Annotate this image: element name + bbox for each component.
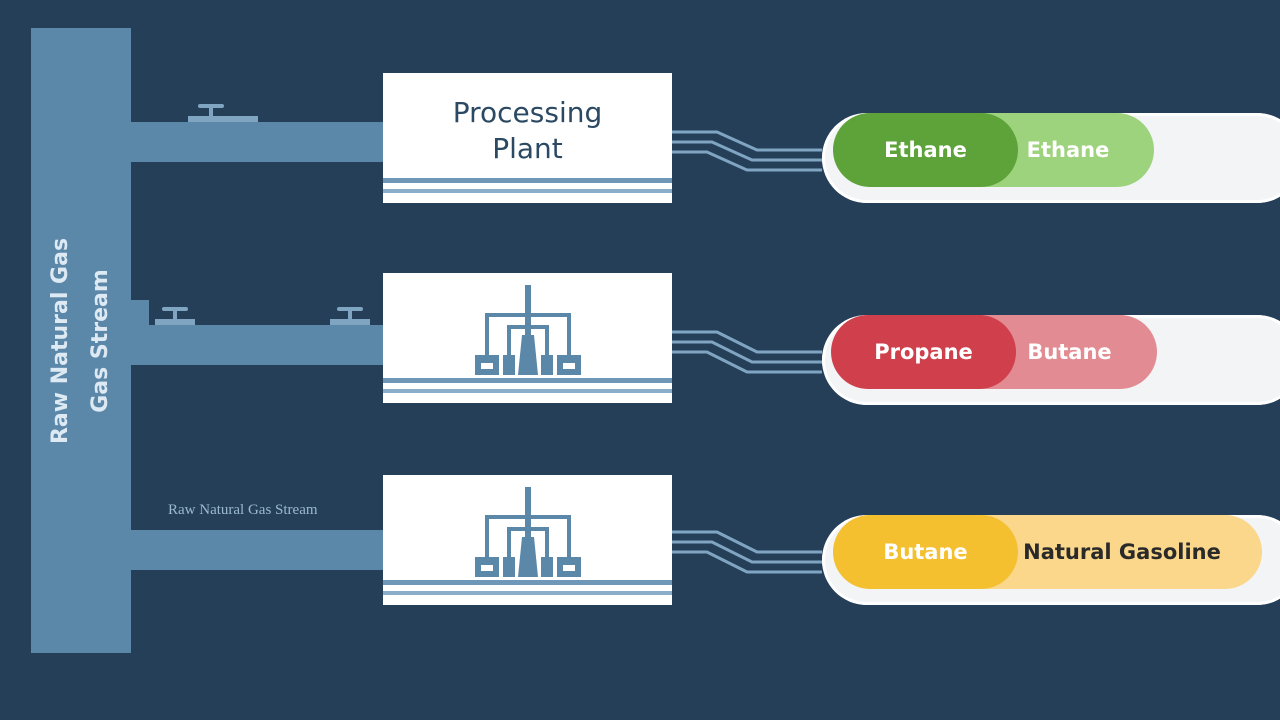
plant-title-line2: Plant xyxy=(492,132,563,165)
branch-pipe-2 xyxy=(130,325,384,365)
stream-label: Raw Natural Gas Stream xyxy=(168,502,318,518)
valve-icon xyxy=(330,307,370,327)
product-label: Butane xyxy=(1027,340,1112,364)
product-bar-1: Ethane Ethane xyxy=(822,113,1280,203)
header-label-line2: Gas Stream xyxy=(88,268,114,413)
distillation-column-icon xyxy=(475,285,581,375)
plant-box-2 xyxy=(383,273,672,403)
valve-icon xyxy=(155,307,195,327)
connector-lines xyxy=(672,130,822,574)
product-bar-2: Butane Propane xyxy=(822,315,1280,405)
product-pill: Butane xyxy=(833,515,1018,589)
header-label-line1: Raw Natural Gas xyxy=(48,237,74,444)
product-label: Ethane xyxy=(884,138,967,162)
header-label: Raw Natural Gas Gas Stream xyxy=(31,28,131,653)
product-bar-3: Natural Gasoline Butane xyxy=(822,515,1280,605)
product-pill: Propane xyxy=(831,315,1016,389)
branch-pipe-1 xyxy=(130,122,384,162)
plant-title-line1: Processing xyxy=(452,96,603,129)
product-label: Natural Gasoline xyxy=(1023,540,1221,564)
branch-pipe-3 xyxy=(130,530,384,570)
product-label: Ethane xyxy=(1026,138,1110,162)
product-label: Propane xyxy=(874,340,973,364)
plant-title: Processing Plant xyxy=(383,95,672,167)
product-label: Butane xyxy=(883,540,968,564)
plant-box-1: Processing Plant xyxy=(383,73,672,203)
valve-icon xyxy=(188,104,258,124)
product-pill: Ethane xyxy=(833,113,1018,187)
branch-joint-2 xyxy=(131,300,149,325)
header-pipe xyxy=(31,28,131,653)
distillation-column-icon xyxy=(475,487,581,577)
plant-box-3 xyxy=(383,475,672,605)
